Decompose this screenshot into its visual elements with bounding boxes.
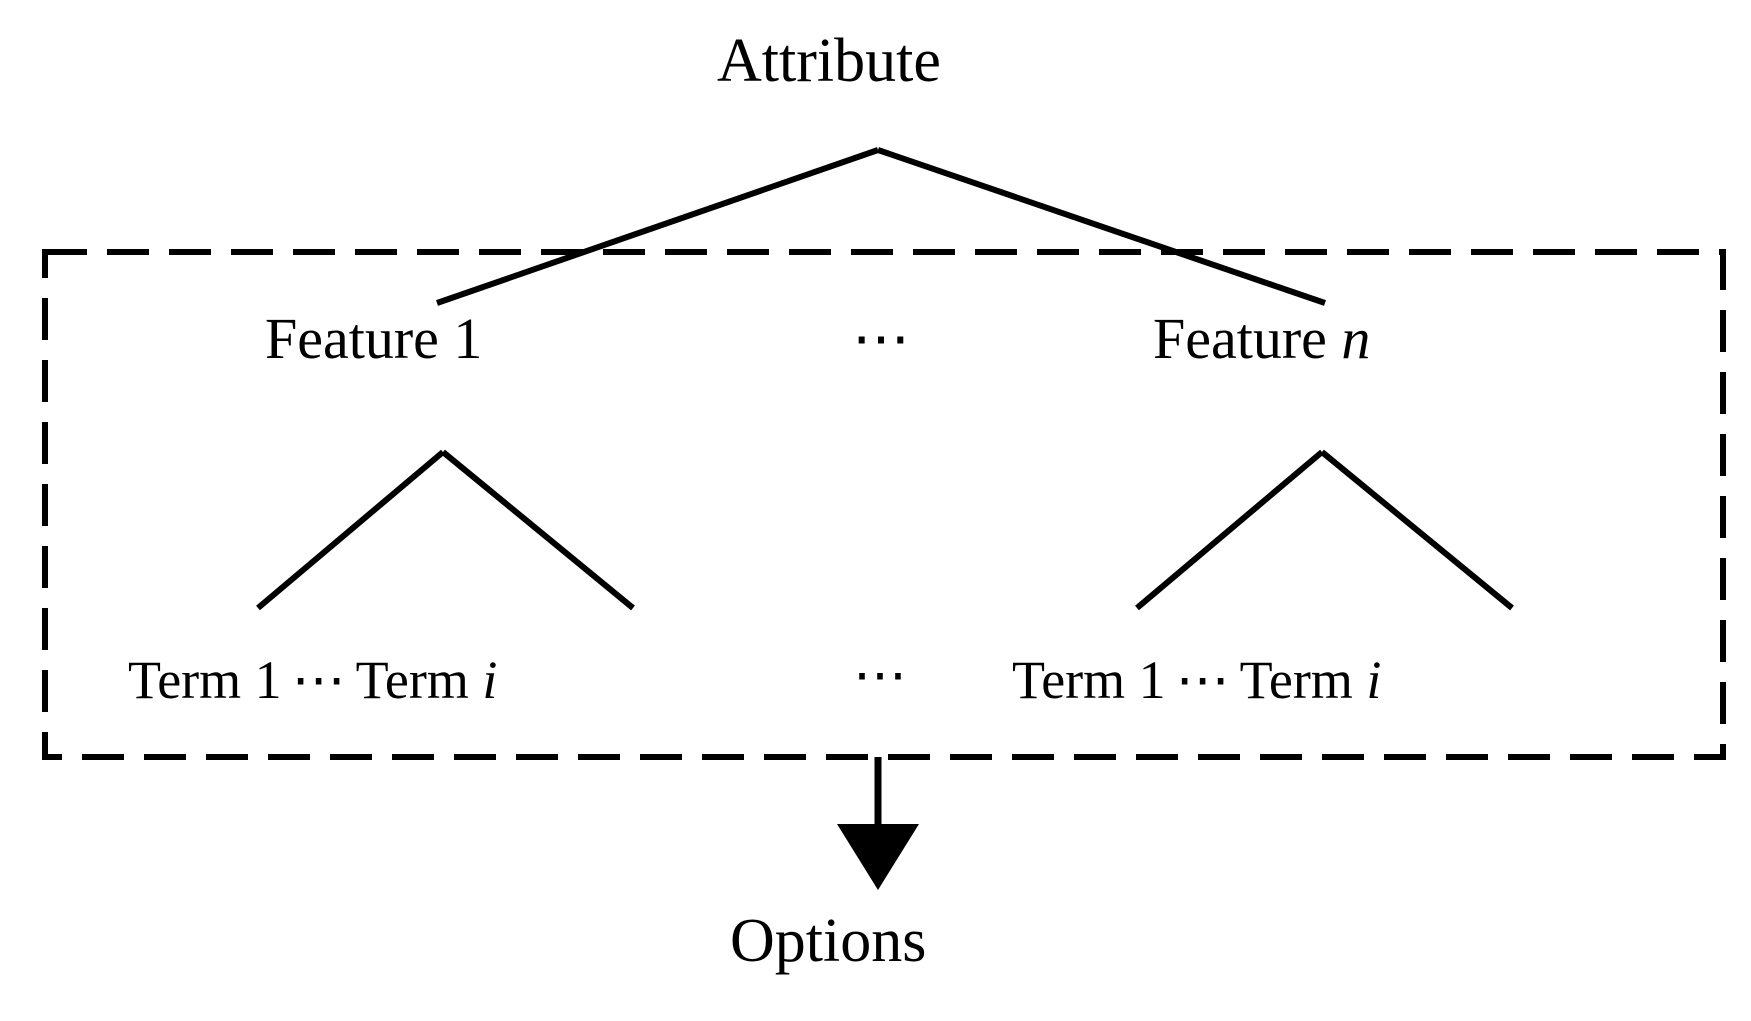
edge-feature-n-to-term-i bbox=[1320, 449, 1514, 611]
term-i-right-index: i bbox=[1366, 650, 1382, 710]
term-1-right-prefix: Term bbox=[1012, 650, 1126, 710]
edge-attribute-to-feature-1 bbox=[436, 147, 879, 306]
term-i-right: Term i bbox=[1240, 649, 1382, 711]
feature-1-index: 1 bbox=[453, 306, 483, 371]
edge-feature-n-to-term-1 bbox=[1135, 449, 1324, 611]
feature-n-prefix: Feature bbox=[1153, 306, 1327, 371]
term-i-left: Term i bbox=[356, 649, 498, 711]
term-1-right: Term 1 bbox=[1012, 649, 1166, 711]
feature-n-index: n bbox=[1341, 306, 1371, 371]
feature-n-node: Feature n bbox=[1153, 310, 1370, 368]
term-i-left-index: i bbox=[482, 650, 498, 710]
term-i-left-prefix: Term bbox=[355, 650, 469, 710]
term-1-right-index: 1 bbox=[1138, 650, 1166, 710]
term-level-ellipsis: ⋯ bbox=[853, 645, 907, 705]
down-arrow bbox=[837, 757, 919, 890]
attribute-branch-lines bbox=[436, 147, 1326, 306]
feature-level-ellipsis: ⋯ bbox=[852, 306, 910, 371]
term-i-right-prefix: Term bbox=[1239, 650, 1353, 710]
dashed-grouping-box bbox=[42, 249, 1726, 760]
feature-n-term-group: Term 1 ⋯ Term i bbox=[1012, 648, 1381, 711]
feature-1-node: Feature 1 bbox=[265, 310, 482, 368]
term-1-left-index: 1 bbox=[254, 650, 282, 710]
edge-attribute-to-feature-n bbox=[877, 147, 1326, 306]
attribute-root-node: Attribute bbox=[717, 27, 941, 95]
feature-1-prefix: Feature bbox=[265, 306, 439, 371]
options-output-node: Options bbox=[730, 907, 927, 975]
edge-feature-1-to-term-1 bbox=[256, 449, 445, 611]
term-group-right-ellipsis: ⋯ bbox=[1175, 650, 1230, 710]
term-group-left-ellipsis: ⋯ bbox=[291, 650, 346, 710]
arrow-head bbox=[837, 824, 919, 890]
feature-1-branch-lines bbox=[256, 449, 635, 611]
edge-feature-1-to-term-i bbox=[441, 449, 635, 611]
term-1-left-prefix: Term bbox=[128, 650, 242, 710]
feature-n-branch-lines bbox=[1135, 449, 1514, 611]
term-1-left: Term 1 bbox=[128, 649, 282, 711]
feature-1-term-group: Term 1 ⋯ Term i bbox=[128, 648, 497, 711]
